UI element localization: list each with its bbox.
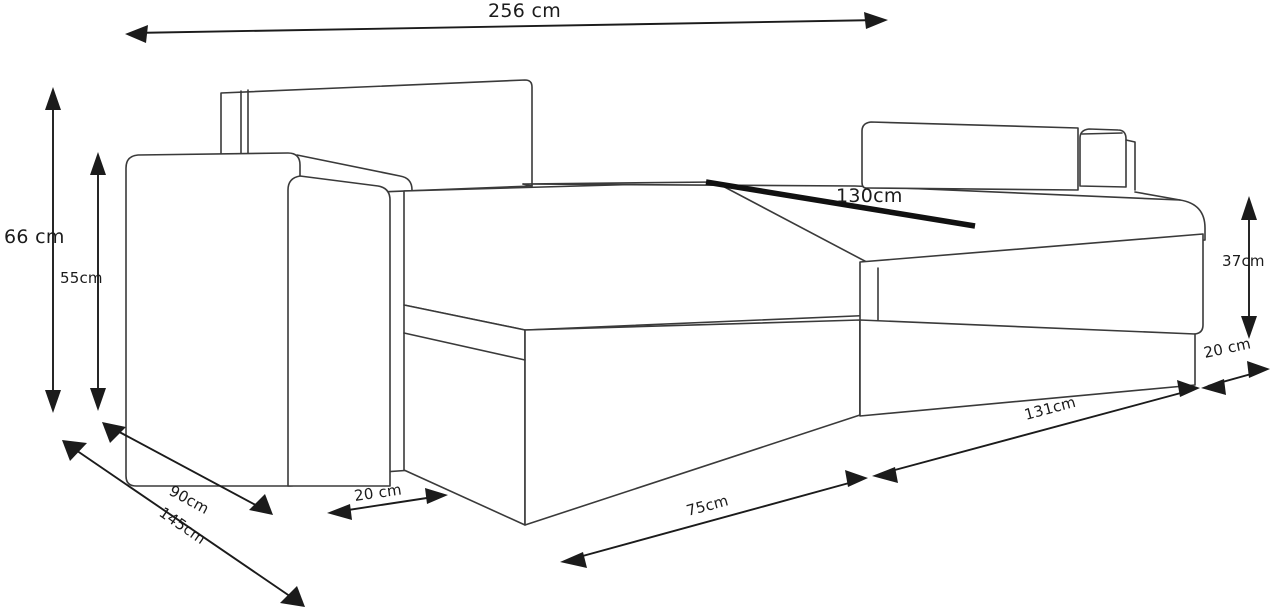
dimension-55: 55cm [60,152,106,411]
dimension-20-right: 20 cm [1201,334,1270,395]
dimension-90-arrow-end [249,494,273,515]
dimension-131-arrow-start [872,467,898,483]
dimension-75-label: 75cm [684,491,730,519]
dimension-20-left-line [334,495,441,513]
dimension-55-label: 55cm [60,269,103,287]
right-seat-base-body [859,319,1196,417]
dimension-66-label: 66 cm [4,226,65,248]
right-backrest-panel [861,121,1079,191]
dimension-145-line [69,445,298,602]
chaise-front-left-face [403,304,526,526]
left-backrest-seat-junction [522,183,533,187]
dimension-66-arrow-top [45,87,61,110]
dimension-55-arrow-top [90,152,106,175]
dimension-37-label: 37cm [1222,252,1265,270]
chaise-seam-line [403,332,526,361]
dimension-75-arrow-end [845,470,868,487]
dimension-256-line [131,19,881,34]
dimension-130-bar [705,179,976,229]
dimension-37: 37cm [1222,196,1265,339]
right-armrest-top-line [1081,132,1123,135]
dimension-256-label: 256 cm [488,0,561,22]
dimension-20-left-arrow-start [327,504,352,520]
dimension-90-line [109,426,266,511]
dimension-55-arrow-bottom [90,388,106,411]
dimension-37-arrow-top [1241,196,1257,220]
left-armrest-inner-slab [287,175,391,487]
sofa-illustration [125,79,1206,526]
dimension-20-right-arrow-end [1247,361,1270,378]
dimension-37-arrow-bottom [1241,316,1257,339]
dimension-20-right-arrow-start [1201,379,1226,395]
dimension-20-left-arrow-end [425,488,448,504]
dimension-66: 66 cm [4,87,65,413]
right-armrest-block [1079,128,1127,188]
dimension-145-arrow-start [62,440,87,461]
dimension-256-arrow-left [125,25,148,43]
left-armrest-outer [125,152,301,487]
right-seat-corner-detail [1134,191,1181,201]
dimension-75-line [567,479,861,561]
dimension-131-line [879,389,1193,475]
dimension-145-arrow-end [280,586,305,607]
dimension-75-arrow-start [560,552,587,568]
dimension-66-arrow-bottom [45,390,61,413]
dimension-131-arrow-end [1177,380,1200,397]
right-armrest-inner-line [1125,139,1136,191]
dimension-130-label: 130cm [836,185,903,207]
dimension-256-arrow-right [864,12,888,29]
dimension-256: 256 cm [125,0,888,43]
dimension-130: 130cm [705,179,976,229]
dimension-20-right-label: 20 cm [1202,334,1252,362]
dimension-90-arrow-start [102,422,126,443]
